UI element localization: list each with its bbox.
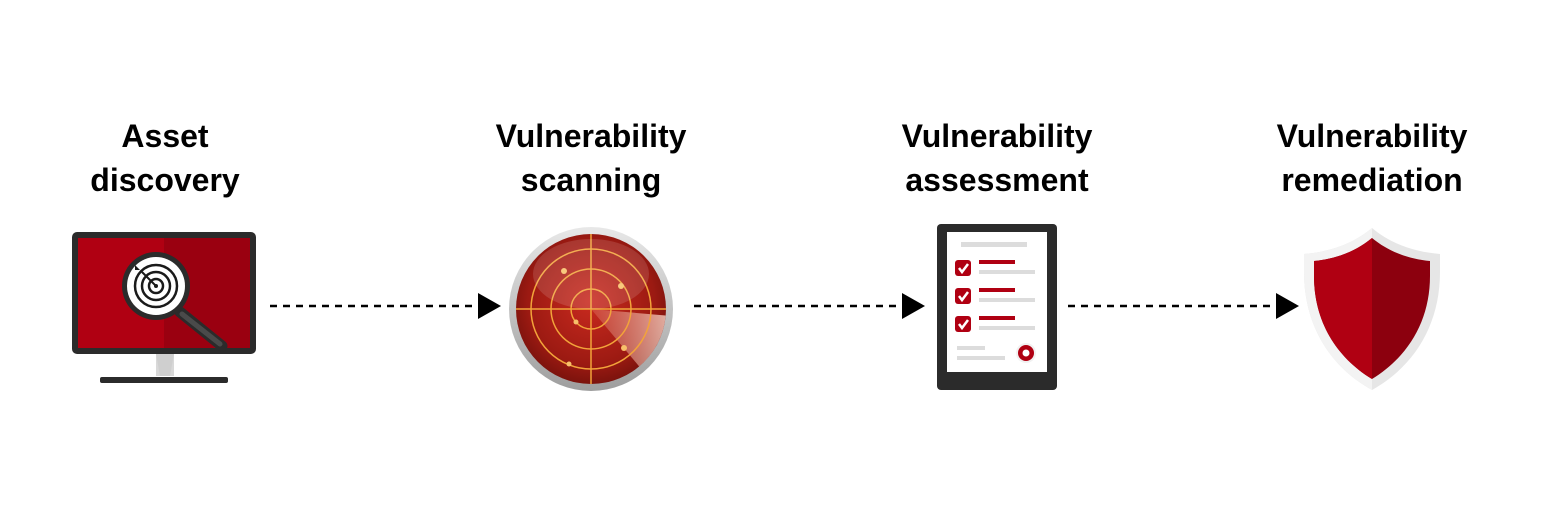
step-asset-discovery: Asset discovery bbox=[15, 0, 315, 506]
step-title: Vulnerability remediation bbox=[1222, 114, 1522, 202]
step-title-line2: assessment bbox=[905, 162, 1089, 198]
arrow-right-icon bbox=[1068, 293, 1299, 319]
step-title: Vulnerability assessment bbox=[847, 114, 1147, 202]
shield-icon bbox=[1304, 228, 1440, 390]
step-title: Asset discovery bbox=[15, 114, 315, 202]
radar-icon bbox=[509, 227, 673, 391]
step-title-line1: Vulnerability bbox=[901, 118, 1093, 154]
monitor-magnifier-icon bbox=[72, 232, 256, 383]
step-title-line2: remediation bbox=[1281, 162, 1463, 198]
arrow-right-icon bbox=[270, 293, 501, 319]
arrow-right-icon bbox=[694, 293, 925, 319]
step-title-line2: scanning bbox=[520, 162, 662, 198]
checklist-clipboard-icon bbox=[937, 224, 1057, 390]
step-title-line1: Asset bbox=[121, 118, 209, 154]
step-vulnerability-scanning: Vulnerability scanning bbox=[441, 0, 741, 506]
step-vulnerability-assessment: Vulnerability assessment bbox=[847, 0, 1147, 506]
step-title-line2: discovery bbox=[90, 162, 240, 198]
step-title-line1: Vulnerability bbox=[1276, 118, 1468, 154]
step-vulnerability-remediation: Vulnerability remediation bbox=[1222, 0, 1522, 506]
step-title-line1: Vulnerability bbox=[495, 118, 687, 154]
step-title: Vulnerability scanning bbox=[441, 114, 741, 202]
